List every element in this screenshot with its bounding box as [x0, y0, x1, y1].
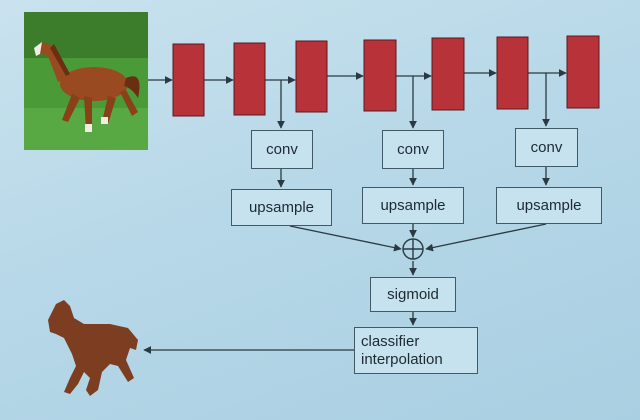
conv-box-2: conv	[382, 130, 444, 169]
layer-block	[566, 35, 600, 109]
classifier-label-line2: interpolation	[361, 350, 443, 368]
conv-box-3: conv	[515, 128, 578, 167]
layer-blocks	[172, 35, 600, 117]
output-horse-mask	[48, 300, 138, 396]
classifier-interpolation-box: classifier interpolation	[354, 327, 478, 374]
skip-taps	[143, 73, 550, 354]
layer-block	[363, 39, 397, 112]
layer-block	[496, 36, 529, 110]
layer-block	[233, 42, 266, 116]
upsample-box-1: upsample	[231, 189, 332, 226]
layer-block	[295, 40, 328, 113]
upsample-box-2: upsample	[362, 187, 464, 224]
layer-block	[431, 37, 465, 111]
sum-node-icon	[402, 238, 424, 260]
classifier-label-line1: classifier	[361, 333, 420, 351]
sigmoid-box: sigmoid	[370, 277, 456, 312]
input-horse-image	[24, 12, 148, 150]
conv-box-1: conv	[251, 130, 313, 169]
layer-block	[172, 43, 205, 117]
upsample-box-3: upsample	[496, 187, 602, 224]
